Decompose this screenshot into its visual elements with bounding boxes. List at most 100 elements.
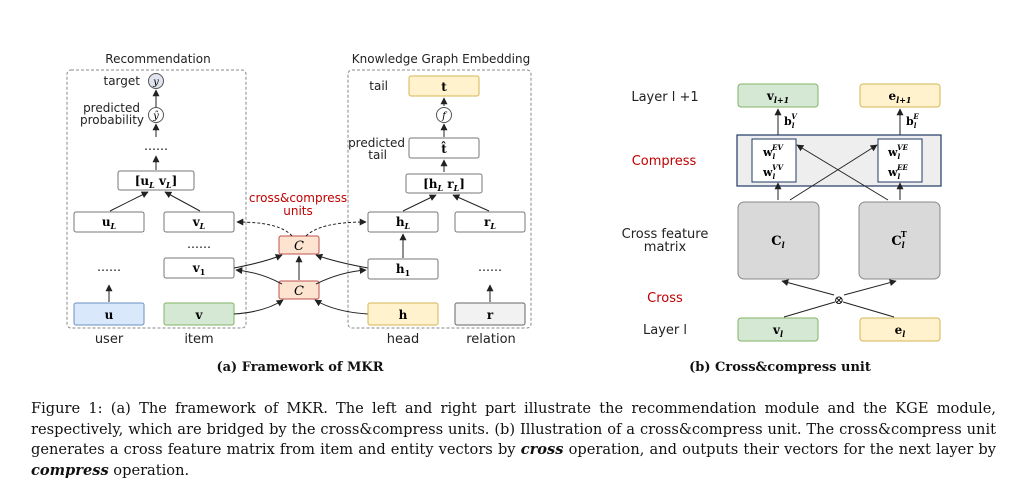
concat-uv-box [117,170,195,191]
that-box [408,137,480,159]
dashed-cc-to-vL [236,218,293,237]
ellipsis-uL: …… [97,260,121,274]
t-box [408,75,480,97]
arrow-otimes-to-CT [843,279,897,296]
curve-bottomC-to-h1 [315,266,367,285]
el-text: el [895,323,906,339]
uL-text: uL [102,215,117,231]
target-node [148,73,164,89]
curve-bottomC-to-v1 [235,267,283,285]
curve-v-to-bottomC [233,299,284,315]
kge-title: Knowledge Graph Embedding [352,52,530,66]
arrow-C-to-wright [789,144,878,201]
w-ve: wlVE [887,143,909,161]
CT-matrix-text: ClT [891,229,906,250]
h-text: h [399,308,408,322]
recommendation-title: Recommendation [105,52,210,66]
concat-uv-text: [uL vL] [135,174,178,190]
u-embedding-box [73,302,145,326]
hL-box [367,211,439,233]
arrow-CT-to-wleft [796,144,889,201]
caption-part-1: Figure 1: (a) The framework of MKR. The … [31,400,996,459]
curve-h-to-bottomC [314,299,369,315]
cc-units-label-2: units [283,204,313,218]
C-matrix-text: Cl [771,234,784,250]
subcaption-b: (b) Cross&compress unit [689,360,871,375]
predicted-tail-label-1: predicted [348,136,405,150]
bias-e: blE [906,112,919,130]
that-text: t̂ [440,140,447,156]
cross-label: Cross [647,291,683,306]
concat-hr-box [405,173,483,194]
item-label: item [184,332,213,347]
dashed-cc-to-hL [305,218,367,237]
w-ee: wlEE [887,163,908,181]
user-label: user [95,332,124,347]
u-text: u [105,308,114,322]
t-text: t [441,80,447,94]
C-matrix [737,201,820,280]
hL-text: hL [396,215,411,231]
w-right-box [877,138,923,183]
r-embedding-box [454,302,526,326]
f-symbol: f [441,111,448,122]
v-next-box [737,83,819,108]
CT-matrix [858,201,941,280]
figure-caption: Figure 1: (a) The framework of MKR. The … [31,399,996,481]
caption-emphasis-compress: compress [31,461,109,479]
target-label: target [104,74,141,88]
h1-box [367,258,439,280]
panel-a: Recommendation Knowledge Graph Embedding… [66,52,532,375]
curve-v1-to-topC [233,254,283,269]
predicted-probability-label-1: predicted [83,101,140,115]
cc-unit-bottom-symbol: C [294,284,304,299]
layer-next-label: Layer l +1 [631,90,698,105]
rL-box [454,211,526,233]
tail-label: tail [369,79,388,93]
e-next-text: el+1 [889,89,912,105]
subcaption-a: (a) Framework of MKR [216,360,383,375]
kge-module-box [347,69,532,329]
w-left-box [751,138,797,183]
head-label: head [387,332,419,347]
v-text: v [195,308,204,322]
r-text: r [487,308,494,322]
line-el-to-otimes [842,301,895,318]
relation-label: relation [466,332,516,347]
recommendation-module-box [66,69,247,329]
bias-v: blV [784,112,798,130]
panel-b: Layer l +1 Compress Cross feature matrix… [622,83,942,375]
w-vv: wlVV [762,163,785,181]
v-next-text: vl+1 [766,89,789,105]
arrow-rL-to-concat [452,194,490,212]
vl-box [737,317,819,342]
ellipsis-vL: …… [187,237,211,251]
predicted-probability-label-2: probability [80,113,144,127]
cross-feature-label-1: Cross feature [622,227,709,242]
ellipsis-left-top: …… [144,139,168,153]
yhat-node [148,107,164,123]
el-box [859,317,941,342]
compress-label: Compress [632,154,697,169]
w-ev: wlEV [762,143,784,161]
ellipsis-rL: …… [478,260,502,274]
target-symbol: y [152,77,159,88]
caption-emphasis-cross: cross [520,441,564,459]
vL-text: vL [192,215,206,231]
predicted-tail-label-2: tail [368,148,387,162]
otimes-symbol: ⊗ [834,293,844,307]
e-next-box [859,83,941,108]
arrow-otimes-to-C [781,279,835,296]
layer-l-label: Layer l [643,323,687,338]
caption-part-3: operation. [108,461,190,479]
h1-text: h1 [396,262,410,278]
cross-feature-label-2: matrix [644,240,687,255]
cc-unit-top [278,235,320,255]
v1-text: v1 [192,261,206,277]
concat-hr-text: [hL rL] [423,177,465,193]
uL-box [73,211,145,233]
arrow-vL-to-concat [164,191,201,212]
vL-box [163,211,235,233]
vl-text: vl [772,323,783,339]
